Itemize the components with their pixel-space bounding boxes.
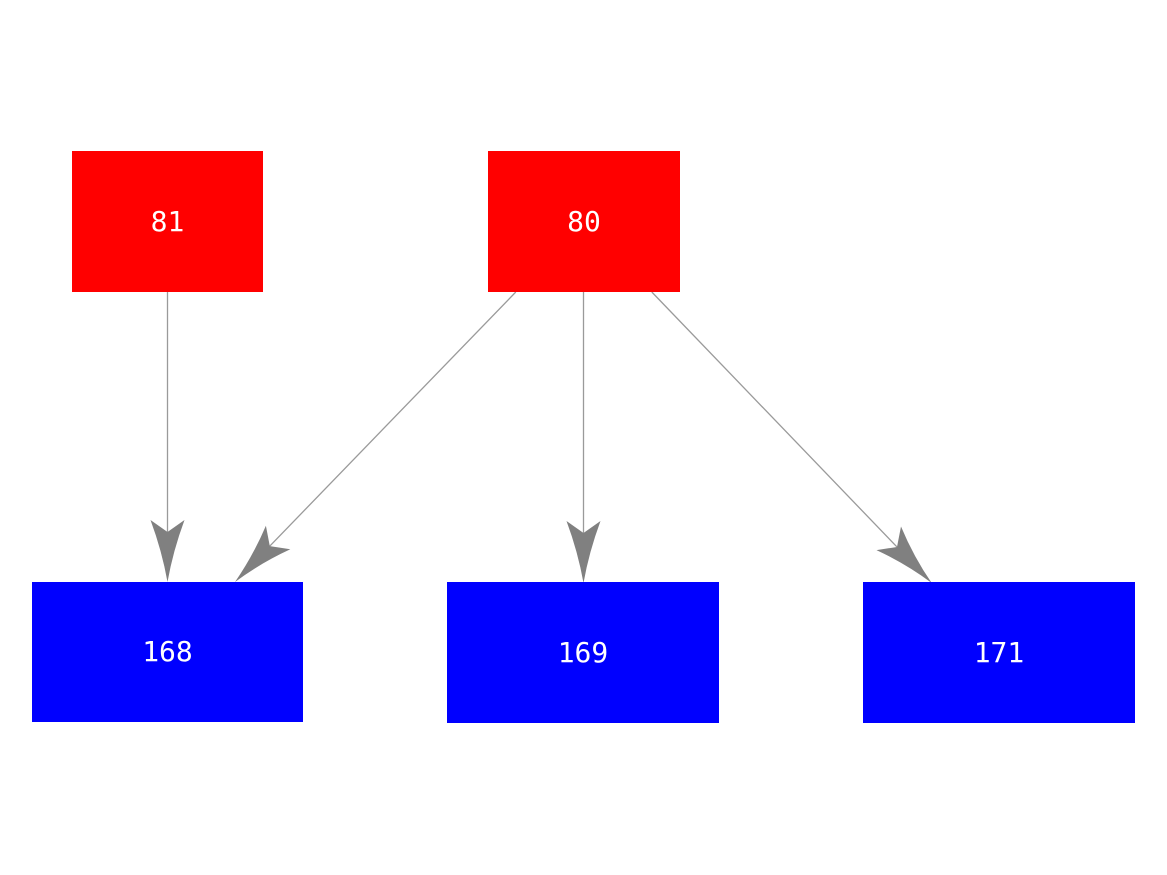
node-169: 169 xyxy=(447,582,719,723)
edge-line xyxy=(268,291,517,548)
node-label: 168 xyxy=(142,635,193,668)
edge-line xyxy=(651,291,899,549)
edge-81-168 xyxy=(150,292,185,582)
arrowhead-icon xyxy=(235,525,291,582)
edge-80-168 xyxy=(235,291,517,582)
arrowhead-icon xyxy=(150,520,185,582)
arrowhead-icon xyxy=(876,526,932,583)
arrowhead-icon xyxy=(566,521,601,583)
node-171: 171 xyxy=(863,582,1135,723)
node-80: 80 xyxy=(488,151,680,292)
node-label: 171 xyxy=(973,635,1025,669)
node-label: 80 xyxy=(567,204,601,238)
edge-80-169 xyxy=(566,292,601,583)
node-81: 81 xyxy=(72,151,263,292)
node-168: 168 xyxy=(32,582,303,722)
node-label: 81 xyxy=(150,204,185,238)
node-label: 169 xyxy=(557,635,609,669)
edge-80-171 xyxy=(651,291,932,583)
